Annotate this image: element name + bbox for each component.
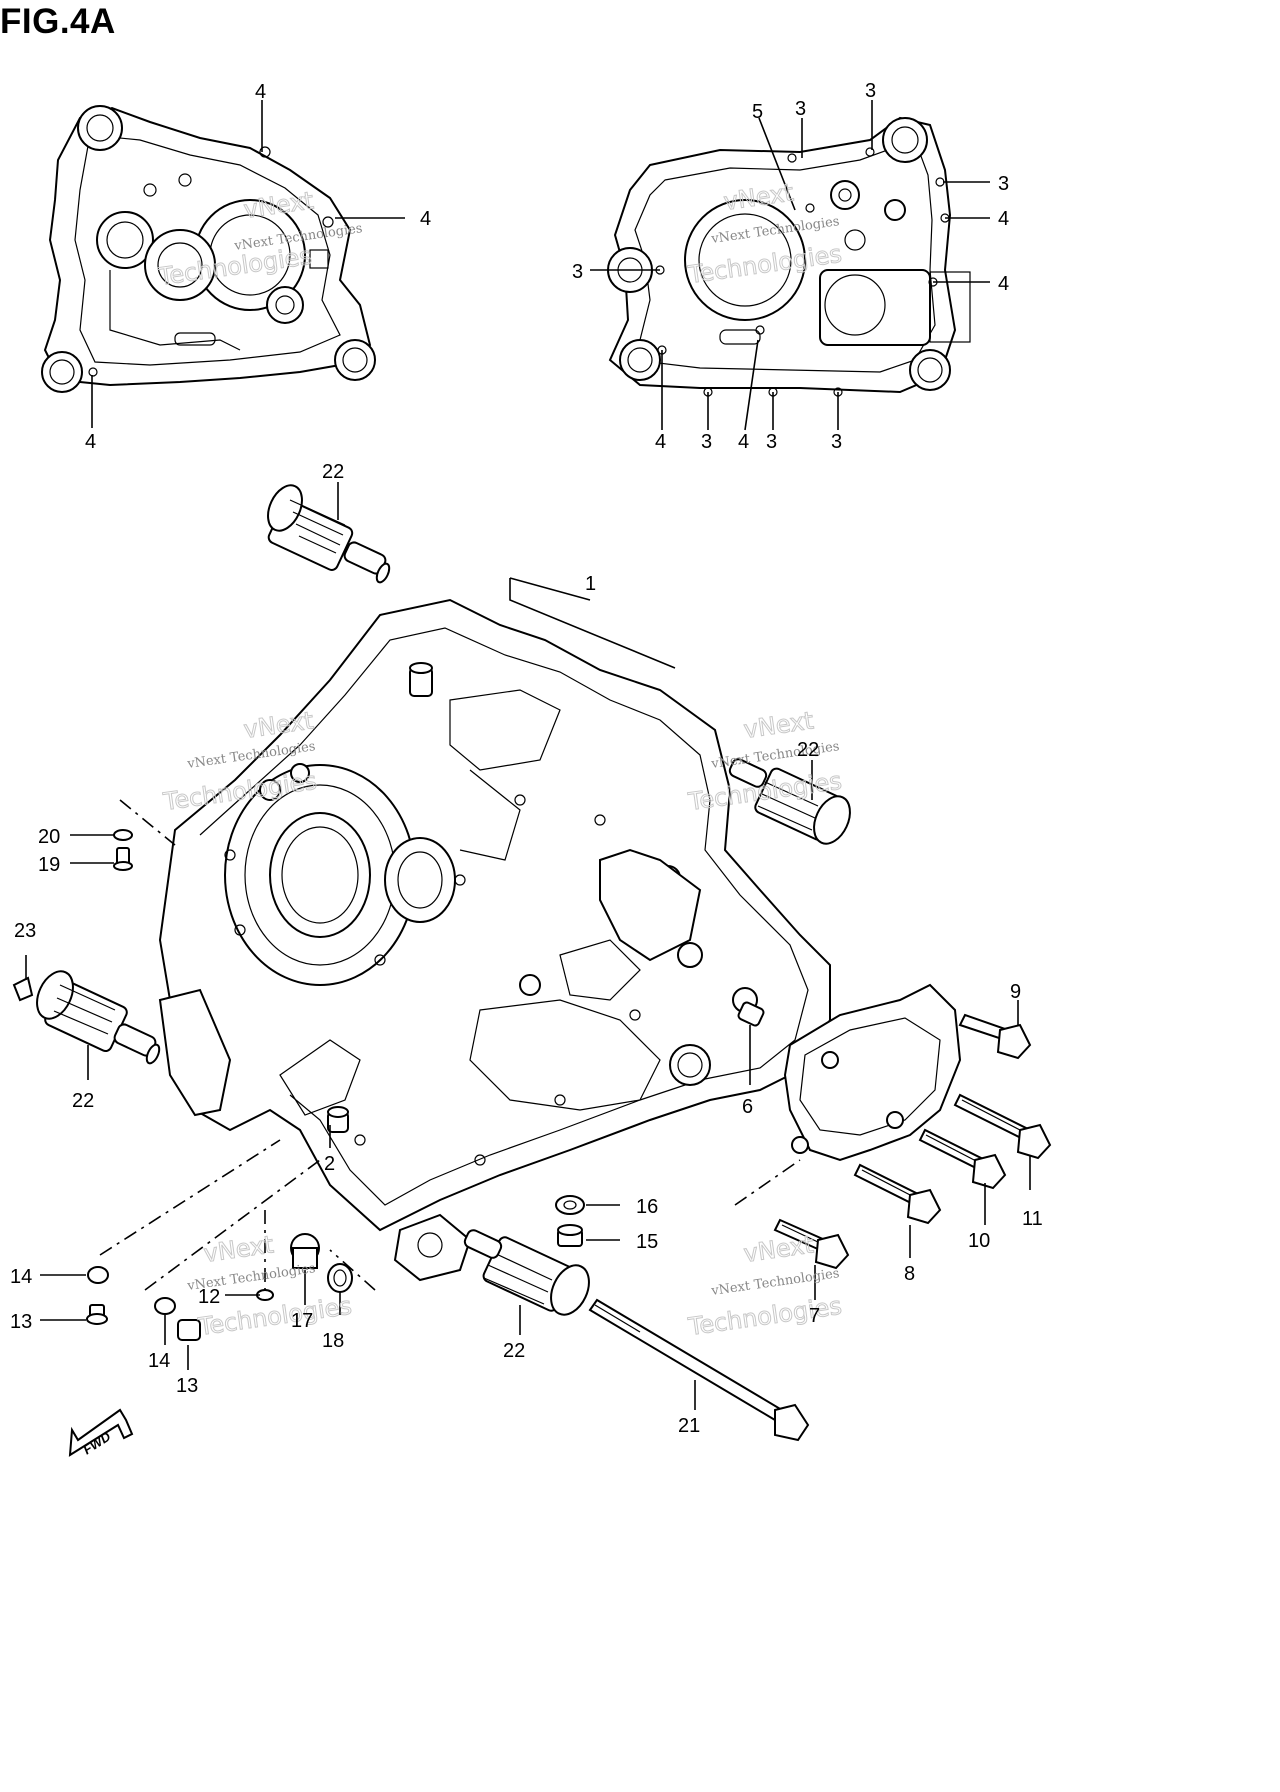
forward-arrow-icon: FWD xyxy=(68,1408,134,1457)
bolt-11 xyxy=(953,1093,1052,1160)
callout-label: 3 xyxy=(766,431,777,453)
washer-16 xyxy=(555,1195,585,1215)
callout-label: 14 xyxy=(10,1266,32,1288)
washer-14-left xyxy=(87,1266,109,1284)
leader-lines xyxy=(25,100,1031,1410)
callout-label: 2 xyxy=(324,1153,335,1175)
bolt-13-left xyxy=(86,1304,108,1325)
callout-label: 22 xyxy=(322,461,344,483)
callout-label: 7 xyxy=(809,1305,820,1327)
callout-label: 4 xyxy=(998,208,1009,230)
callout-label: 8 xyxy=(904,1263,915,1285)
callout-label: 1 xyxy=(585,573,596,595)
callout-label: 17 xyxy=(291,1310,313,1332)
crankcase-assembly xyxy=(158,598,831,1282)
callout-label: 3 xyxy=(831,431,842,453)
callout-label: 3 xyxy=(998,173,1009,195)
callout-label: 4 xyxy=(85,431,96,453)
callout-label: 13 xyxy=(176,1375,198,1397)
callout-label: 4 xyxy=(738,431,749,453)
right-crankcase-half xyxy=(607,116,971,397)
dowel-pin-22-right xyxy=(728,758,851,845)
pin-2 xyxy=(327,1106,349,1133)
callout-label: 3 xyxy=(865,80,876,102)
dowel-pin-22-left xyxy=(36,970,161,1065)
watermark-text: vNext xyxy=(202,1230,275,1267)
callout-label: 9 xyxy=(1010,981,1021,1003)
callout-label: 5 xyxy=(752,101,763,123)
callout-label: 3 xyxy=(701,431,712,453)
callout-label: 22 xyxy=(503,1340,525,1362)
side-cover xyxy=(783,983,962,1162)
gasket-18 xyxy=(327,1263,353,1293)
callout-label: 16 xyxy=(636,1196,658,1218)
callout-label: 21 xyxy=(678,1415,700,1437)
left-crankcase-half xyxy=(41,105,376,393)
callout-label: 18 xyxy=(322,1330,344,1352)
callout-label: 6 xyxy=(742,1096,753,1118)
callout-label: 10 xyxy=(968,1230,990,1252)
cap-23 xyxy=(12,976,34,1002)
bolt-19 xyxy=(113,847,133,871)
figure-title: FIG.4A xyxy=(0,2,116,41)
callout-label: 20 xyxy=(38,826,60,848)
callout-label: 4 xyxy=(998,273,1009,295)
callout-label: 3 xyxy=(572,261,583,283)
bolt-10 xyxy=(918,1128,1007,1190)
bolt-8 xyxy=(853,1163,942,1225)
callout-label: 12 xyxy=(198,1286,220,1308)
dowel-pin-22-bottom xyxy=(463,1229,590,1316)
callout-label: 23 xyxy=(14,920,36,942)
washer-14-lower xyxy=(154,1297,176,1315)
washer-20 xyxy=(113,829,133,841)
bolt-7 xyxy=(773,1218,850,1270)
bolt-9 xyxy=(958,1013,1032,1060)
callout-label: 22 xyxy=(72,1090,94,1112)
plug-17 xyxy=(290,1233,320,1269)
bolt-13-lower xyxy=(177,1319,201,1341)
callout-label: 13 xyxy=(10,1311,32,1333)
callout-label: 14 xyxy=(148,1350,170,1372)
callout-label: 19 xyxy=(38,854,60,876)
pin-6 xyxy=(737,1001,765,1027)
dowel-pin-22-top xyxy=(267,484,391,584)
callout-label: 22 xyxy=(797,739,819,761)
callout-label: 4 xyxy=(420,208,431,230)
callout-label: 4 xyxy=(255,81,266,103)
watermark-text: vNext Technologies xyxy=(709,739,840,772)
callout-label: 15 xyxy=(636,1231,658,1253)
callout-label: 4 xyxy=(655,431,666,453)
callout-labels: 4 4 4 5 3 3 3 4 4 3 4 3 4 3 3 22 1 22 20… xyxy=(10,80,1043,1437)
callout-label: 11 xyxy=(1022,1208,1043,1230)
plug-15 xyxy=(557,1224,583,1247)
callout-label: 3 xyxy=(795,98,806,120)
watermark-text: vNext xyxy=(742,1230,815,1267)
bolt-21 xyxy=(588,1298,810,1442)
